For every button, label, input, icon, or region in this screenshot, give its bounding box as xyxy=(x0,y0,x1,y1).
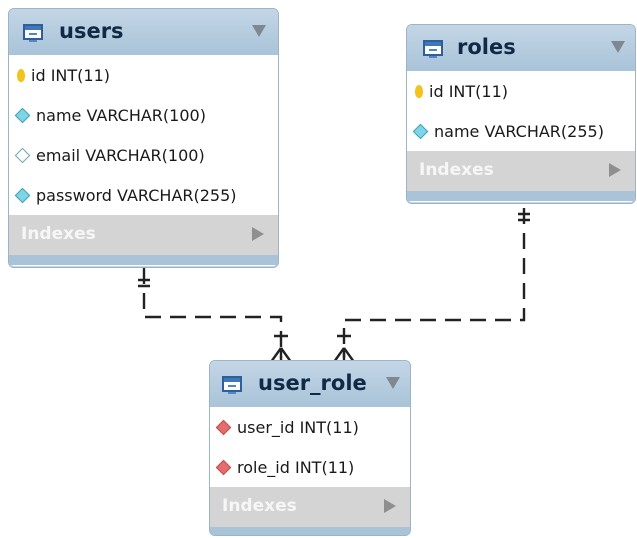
user-role-many-mark-b xyxy=(333,334,355,363)
table-title: roles xyxy=(457,35,516,59)
table-title: user_role xyxy=(258,371,367,395)
roles-one-mark xyxy=(518,212,530,222)
column-row[interactable]: password VARCHAR(255) xyxy=(9,175,278,215)
column-label: name VARCHAR(100) xyxy=(36,105,206,125)
column-row[interactable]: role_id INT(11) xyxy=(210,447,410,487)
indexes-label: Indexes xyxy=(419,160,494,180)
table-title: users xyxy=(59,19,124,43)
users-one-mark xyxy=(138,278,150,288)
table-icon xyxy=(222,376,242,394)
roles-user-role-line xyxy=(342,208,526,358)
user-role-table-header[interactable]: user_role xyxy=(210,361,410,407)
chevron-down-icon[interactable] xyxy=(611,41,625,53)
users-user-role-line xyxy=(142,268,283,358)
primary-key-icon xyxy=(415,84,423,98)
table-icon xyxy=(23,24,43,42)
column-label: id INT(11) xyxy=(31,65,110,85)
indexes-section[interactable]: Indexes xyxy=(407,151,635,191)
users-table[interactable]: users id INT(11) name VARCHAR(100) email… xyxy=(8,8,279,268)
chevron-down-icon[interactable] xyxy=(386,377,400,389)
column-label: email VARCHAR(100) xyxy=(36,145,205,165)
expand-arrow-icon[interactable] xyxy=(384,499,396,513)
indexes-label: Indexes xyxy=(21,224,96,244)
users-table-header[interactable]: users xyxy=(9,9,278,55)
table-footer xyxy=(9,255,278,265)
column-label: user_id INT(11) xyxy=(237,417,359,437)
column-label: id INT(11) xyxy=(429,81,508,101)
expand-arrow-icon[interactable] xyxy=(609,163,621,177)
primary-key-icon xyxy=(17,68,25,82)
column-row[interactable]: name VARCHAR(100) xyxy=(9,95,278,135)
chevron-down-icon[interactable] xyxy=(252,25,266,37)
column-row[interactable]: id INT(11) xyxy=(9,55,278,95)
column-label: role_id INT(11) xyxy=(237,457,355,477)
indexes-label: Indexes xyxy=(222,496,297,516)
foreign-key-icon xyxy=(215,459,232,475)
roles-table[interactable]: roles id INT(11) name VARCHAR(255) Index… xyxy=(406,24,636,204)
indexes-section[interactable]: Indexes xyxy=(210,487,410,527)
table-footer xyxy=(210,527,410,535)
roles-table-header[interactable]: roles xyxy=(407,25,635,71)
column-label: password VARCHAR(255) xyxy=(36,185,237,205)
user-role-table[interactable]: user_role user_id INT(11) role_id INT(11… xyxy=(209,360,411,536)
column-row[interactable]: user_id INT(11) xyxy=(210,407,410,447)
column-diamond-icon xyxy=(14,187,31,203)
table-icon xyxy=(423,40,443,58)
column-row[interactable]: email VARCHAR(100) xyxy=(9,135,278,175)
expand-arrow-icon[interactable] xyxy=(252,227,264,241)
foreign-key-icon xyxy=(215,419,232,435)
nullable-column-icon xyxy=(14,147,31,163)
column-diamond-icon xyxy=(14,107,31,123)
column-label: name VARCHAR(255) xyxy=(434,121,604,141)
table-footer xyxy=(407,191,635,201)
column-row[interactable]: id INT(11) xyxy=(407,71,635,111)
column-diamond-icon xyxy=(412,123,429,139)
user-role-many-mark-a xyxy=(270,334,292,363)
column-row[interactable]: name VARCHAR(255) xyxy=(407,111,635,151)
indexes-section[interactable]: Indexes xyxy=(9,215,278,255)
